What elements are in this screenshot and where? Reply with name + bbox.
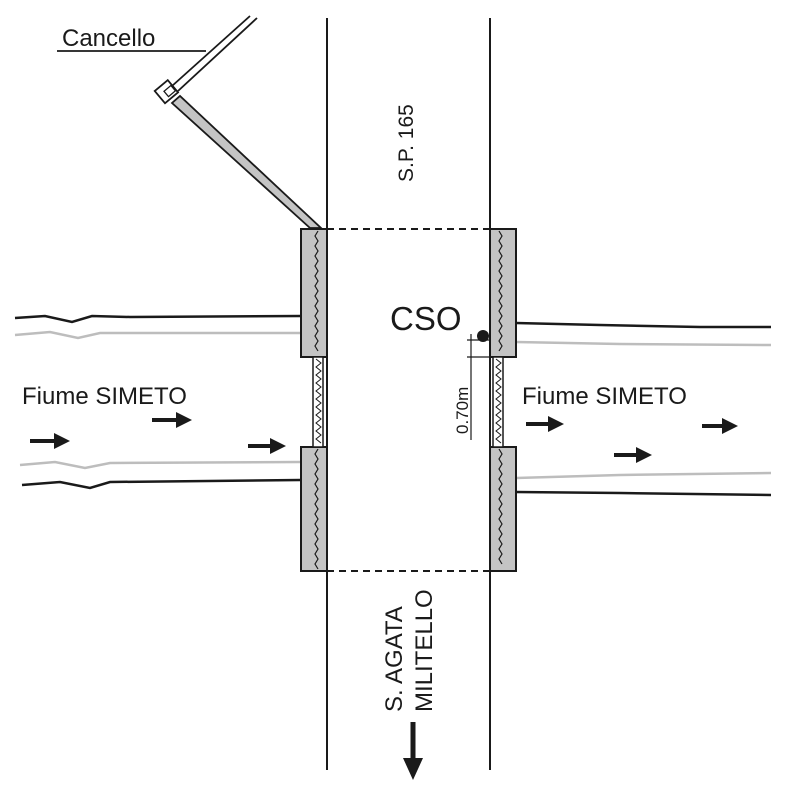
flow-arrow-icon <box>702 418 738 434</box>
direction-arrow-down-icon <box>403 722 423 780</box>
river-water-right-lower <box>515 471 772 480</box>
pier-right-upper <box>489 228 517 358</box>
river-bank-right-upper <box>515 321 771 329</box>
wall-strip-left-zigzag <box>315 358 322 444</box>
river-water-left-upper <box>14 330 301 340</box>
pier-left-lower <box>300 446 328 572</box>
road-label: S.P. 165 <box>395 104 418 182</box>
flow-arrow-icon <box>614 447 652 463</box>
direction-label-line2: MILITELLO <box>411 589 438 712</box>
gate-rail-1 <box>171 15 251 87</box>
river-water-left-lower <box>19 460 301 470</box>
river-bank-left-upper <box>14 314 302 324</box>
wall-strip-right <box>492 356 504 448</box>
flow-arrow-icon <box>30 433 70 449</box>
pier-zigzag-right-upper <box>498 230 503 352</box>
pier-right-lower <box>489 446 517 572</box>
gate-rail-2 <box>177 17 258 92</box>
direction-label-line1: S. AGATA <box>381 606 408 712</box>
pier-zigzag-left-lower <box>314 448 319 570</box>
river-bank-left-lower <box>21 478 301 490</box>
river-bank-right-lower <box>515 490 772 497</box>
river-label-right: Fiume SIMETO <box>522 383 687 410</box>
dimension-label: 0.70m <box>453 387 472 434</box>
flow-arrow-icon <box>526 416 564 432</box>
wall-strip-left <box>312 356 324 448</box>
river-label-left: Fiume SIMETO <box>22 383 187 410</box>
flow-arrow-icon <box>248 438 286 454</box>
pier-left-upper <box>300 228 328 358</box>
wall-strip-right-zigzag <box>495 358 502 444</box>
pier-zigzag-right-lower <box>498 448 503 565</box>
flow-arrow-icon <box>152 412 192 428</box>
cso-point-marker <box>477 330 489 342</box>
gate-arm <box>170 94 324 229</box>
river-water-right-upper <box>515 340 772 347</box>
gate-label: Cancello <box>62 25 155 52</box>
pier-zigzag-left-upper <box>314 230 319 352</box>
cso-label: CSO <box>390 300 462 337</box>
